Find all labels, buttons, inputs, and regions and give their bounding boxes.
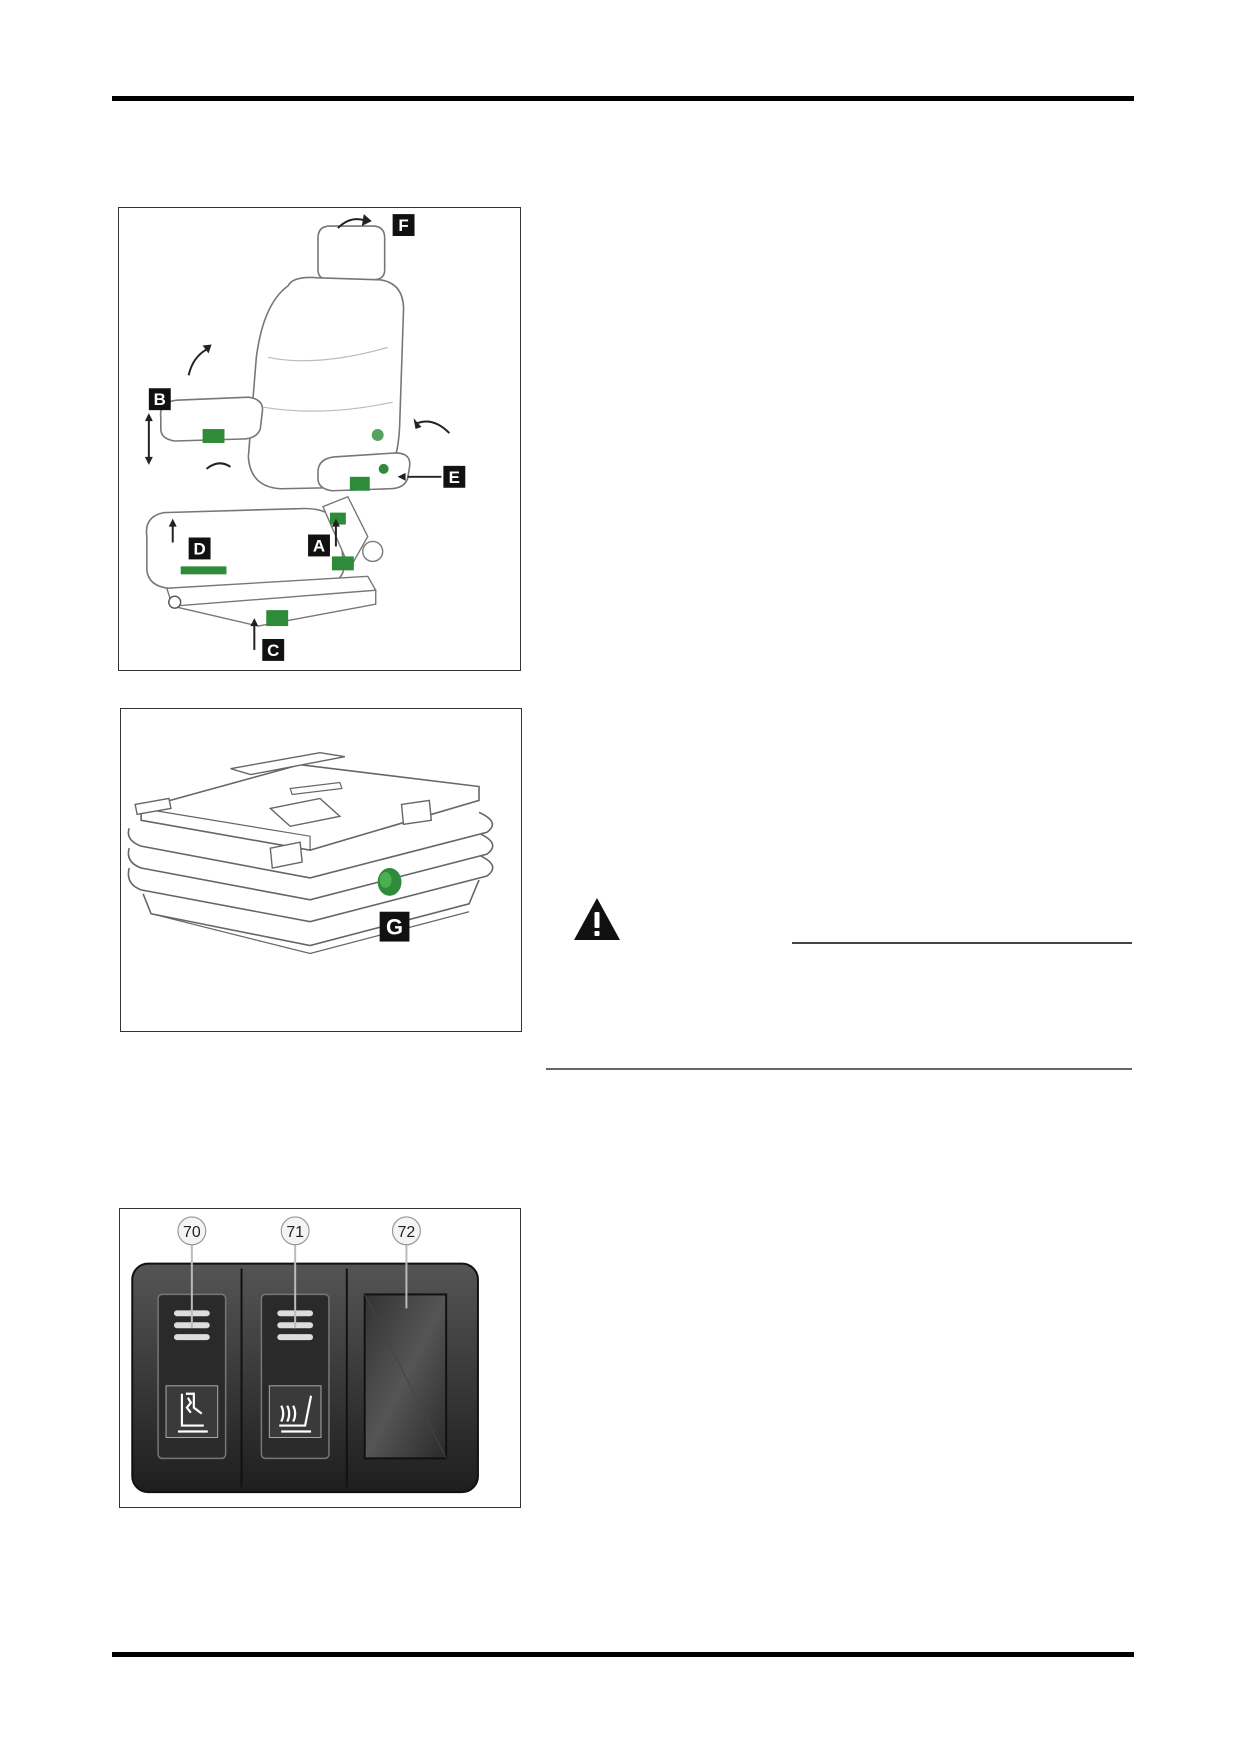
switch-panel-figure: 70 71 72 — [119, 1208, 521, 1508]
suspension-illustration: G — [127, 752, 494, 955]
blank-switch-slot — [363, 1293, 448, 1460]
suspension-figure: G — [120, 708, 522, 1032]
warning-underline — [792, 942, 1132, 944]
footer-rule — [112, 1652, 1134, 1657]
switch-panel-illustration: 70 71 72 — [131, 1216, 479, 1494]
callout-70: 70 — [177, 1216, 207, 1246]
seat-suspension-switch[interactable] — [157, 1293, 227, 1460]
svg-text:D: D — [193, 539, 205, 558]
svg-text:A: A — [313, 536, 325, 555]
label-d: D — [188, 537, 211, 560]
svg-text:C: C — [267, 641, 279, 660]
label-g: G — [379, 911, 410, 942]
warning-triangle-icon — [572, 896, 622, 942]
label-b: B — [148, 388, 171, 411]
seat-adjustment-figure: F B E D A C — [118, 207, 521, 671]
svg-text:72: 72 — [398, 1224, 416, 1241]
callout-72: 72 — [391, 1216, 421, 1246]
svg-text:F: F — [398, 216, 408, 235]
seat-illustration: F B E D A C — [144, 214, 466, 661]
label-a: A — [308, 534, 330, 557]
seat-suspension-icon — [177, 1392, 208, 1433]
svg-text:71: 71 — [286, 1224, 304, 1241]
callout-71: 71 — [280, 1216, 310, 1246]
svg-text:G: G — [386, 915, 403, 940]
section-separator — [546, 1068, 1132, 1070]
header-rule — [112, 96, 1134, 101]
seat-heating-icon — [279, 1395, 313, 1433]
label-f: F — [392, 214, 415, 237]
label-e: E — [443, 465, 466, 488]
svg-text:B: B — [154, 390, 166, 409]
label-c: C — [262, 639, 285, 661]
svg-text:E: E — [449, 468, 460, 487]
svg-text:70: 70 — [183, 1224, 201, 1241]
